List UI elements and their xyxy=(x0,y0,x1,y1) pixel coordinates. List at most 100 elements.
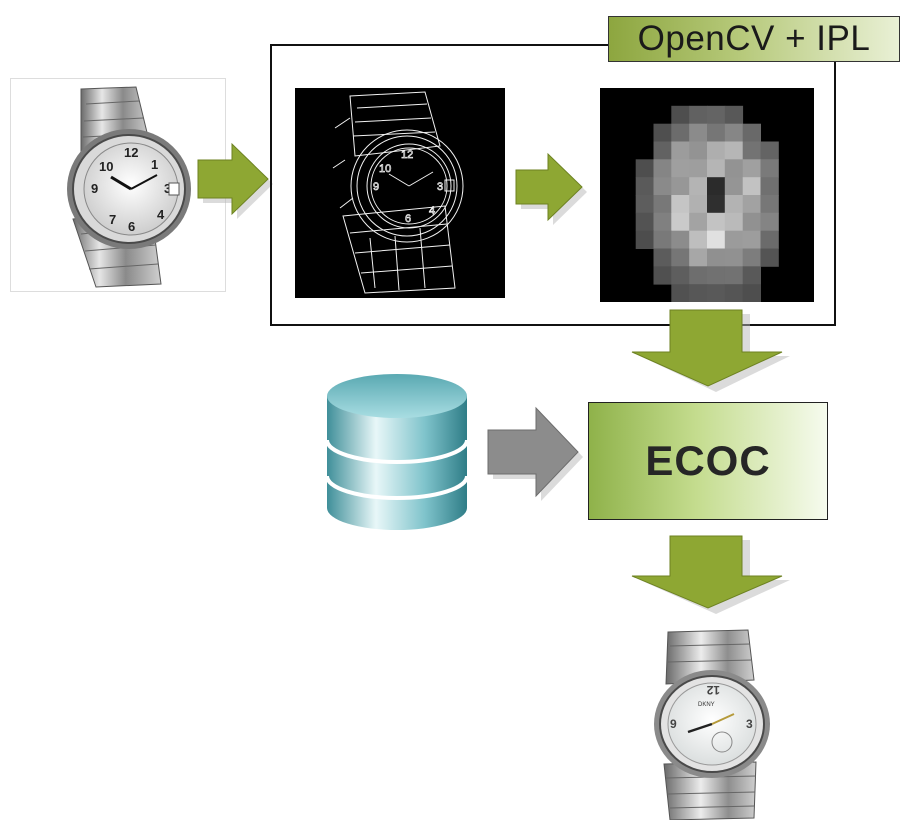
pixel-cell xyxy=(742,123,761,142)
pixel-cell xyxy=(689,159,708,178)
pixel-cell xyxy=(689,230,708,249)
pixel-cell xyxy=(689,141,708,160)
pixel-cell xyxy=(671,159,690,178)
pixel-cell xyxy=(653,266,672,285)
pixel-cell xyxy=(760,248,779,267)
pixel-cell xyxy=(707,230,726,249)
svg-text:3: 3 xyxy=(746,717,753,731)
pixel-cell xyxy=(760,230,779,249)
pixel-cell xyxy=(724,105,744,125)
pixel-cell xyxy=(707,195,726,214)
pixel-cell xyxy=(724,159,744,178)
pixel-cell xyxy=(671,123,690,142)
pixel-cell xyxy=(742,284,761,302)
pixel-cell xyxy=(689,195,708,214)
pixel-cell xyxy=(742,248,761,267)
svg-text:9: 9 xyxy=(670,717,677,731)
pixel-cell xyxy=(760,212,779,232)
pixel-cell xyxy=(635,212,654,232)
ecoc-label: ECOC xyxy=(645,437,771,484)
svg-text:12: 12 xyxy=(706,683,720,697)
pixel-cell xyxy=(671,266,690,285)
pixel-cell xyxy=(671,284,690,302)
database-icon xyxy=(325,374,469,530)
pixel-cell xyxy=(689,212,708,232)
pixel-cell xyxy=(742,212,761,232)
svg-text:4: 4 xyxy=(429,205,435,217)
pixel-cell xyxy=(653,159,672,178)
svg-text:9: 9 xyxy=(91,181,98,196)
pixel-cell xyxy=(724,123,744,142)
svg-text:12: 12 xyxy=(401,149,413,161)
svg-text:7: 7 xyxy=(109,212,116,227)
down-arrow-icon xyxy=(631,535,790,614)
right-arrow-icon xyxy=(487,406,583,501)
pixel-cell xyxy=(653,195,672,214)
pixel-cell xyxy=(707,105,726,125)
pixel-cell xyxy=(689,248,708,267)
pixel-cell xyxy=(742,195,761,214)
pixel-cell xyxy=(760,159,779,178)
pixel-cell xyxy=(724,248,744,267)
arrow-edges-to-pixels xyxy=(512,152,588,226)
svg-text:DKNY: DKNY xyxy=(698,702,715,708)
arrow-database-to-ecoc xyxy=(484,402,584,506)
pixel-cell xyxy=(724,212,744,232)
pixel-cell xyxy=(707,248,726,267)
svg-text:3: 3 xyxy=(164,181,171,196)
pixel-cell xyxy=(707,177,726,196)
svg-text:3: 3 xyxy=(437,181,443,193)
pixel-cell xyxy=(671,212,690,232)
pixel-cell xyxy=(653,123,672,142)
pixel-cell xyxy=(653,248,672,267)
pixel-cell xyxy=(724,284,744,302)
pixel-cell xyxy=(742,141,761,160)
pixel-cell xyxy=(671,105,690,125)
pixel-cell xyxy=(653,212,672,232)
pixel-cell xyxy=(689,266,708,285)
pixel-cell xyxy=(671,177,690,196)
result-watch-image: 12 9 3 DKNY xyxy=(636,628,786,820)
right-arrow-icon xyxy=(515,152,587,225)
pixel-cell xyxy=(653,141,672,160)
pixel-cell xyxy=(760,177,779,196)
pixel-cell xyxy=(671,195,690,214)
svg-text:4: 4 xyxy=(157,207,165,222)
pixel-cell xyxy=(635,230,654,249)
pixel-cell xyxy=(724,266,744,285)
pixel-cell xyxy=(671,230,690,249)
pixel-cell xyxy=(635,177,654,196)
pixel-cell xyxy=(689,177,708,196)
pixel-cell xyxy=(724,177,744,196)
arrow-pipeline-to-ecoc xyxy=(624,306,792,392)
pixel-cell xyxy=(742,159,761,178)
ecoc-classifier-box: ECOC xyxy=(588,402,828,520)
arrow-ecoc-to-result xyxy=(624,532,792,614)
svg-text:12: 12 xyxy=(124,145,138,160)
pixel-cell xyxy=(707,141,726,160)
svg-text:10: 10 xyxy=(99,159,113,174)
pixel-cell xyxy=(707,266,726,285)
svg-text:6: 6 xyxy=(405,213,411,225)
pixel-grid-icon xyxy=(635,105,779,302)
pixel-cell xyxy=(707,123,726,142)
pixel-cell xyxy=(689,105,708,125)
svg-text:10: 10 xyxy=(379,163,391,175)
pixel-cell xyxy=(707,212,726,232)
pixel-cell xyxy=(742,230,761,249)
svg-text:6: 6 xyxy=(128,219,135,234)
pixel-cell xyxy=(707,159,726,178)
pixel-cell xyxy=(724,141,744,160)
arrow-input-to-edges xyxy=(194,142,276,220)
right-arrow-icon xyxy=(197,142,273,219)
pixel-cell xyxy=(742,177,761,196)
opencv-ipl-frame xyxy=(270,44,836,326)
pixel-cell xyxy=(760,141,779,160)
pixel-cell xyxy=(635,195,654,214)
pixel-cell xyxy=(724,195,744,214)
opencv-ipl-label: OpenCV + IPL xyxy=(608,16,900,62)
pixel-cell xyxy=(724,230,744,249)
pixel-cell xyxy=(689,284,708,302)
pixel-cell xyxy=(689,123,708,142)
